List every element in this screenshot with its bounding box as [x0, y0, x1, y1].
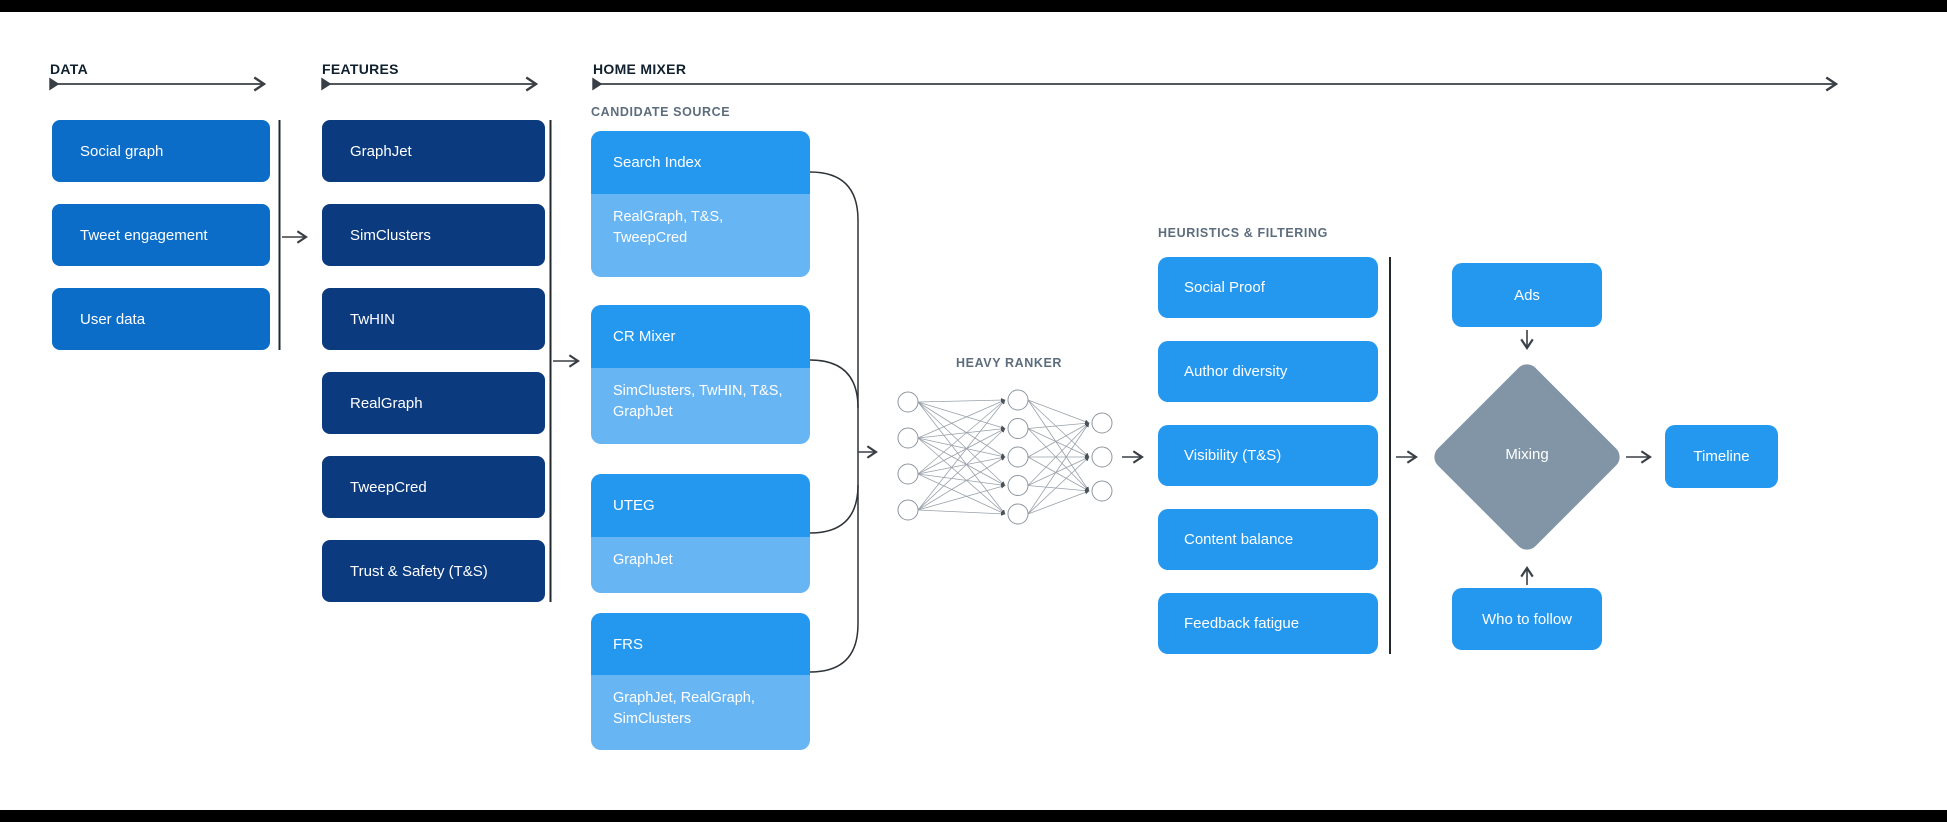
node-user-data: User data — [52, 288, 270, 350]
network-node — [1091, 480, 1113, 502]
network-edge — [917, 401, 1006, 486]
candidate-uses: GraphJet — [591, 537, 810, 593]
mixing-diamond-label: Mixing — [1505, 446, 1549, 463]
network-edge — [917, 399, 1006, 511]
network-edge — [917, 484, 1006, 511]
node-realgraph: RealGraph — [322, 372, 545, 434]
home-mixer-section-label: HOME MIXER — [593, 61, 687, 77]
heavy-ranker-label: HEAVY RANKER — [956, 356, 1063, 370]
network-edge — [1027, 422, 1090, 515]
network-edge — [917, 437, 1006, 459]
node-social-proof: Social Proof — [1158, 257, 1378, 318]
network-edge — [917, 428, 1006, 511]
node-who-to-follow: Who to follow — [1452, 588, 1602, 650]
heavy-ranker-network — [897, 389, 1113, 525]
candidate-title: Search Index — [591, 131, 810, 194]
network-edge — [1027, 399, 1090, 424]
node-content-balance: Content balance — [1158, 509, 1378, 570]
network-edge — [917, 399, 1006, 475]
network-edge — [917, 456, 1006, 511]
node-twhin: TwHIN — [322, 288, 545, 350]
top-black-bar — [0, 0, 1947, 12]
network-edge — [917, 398, 1006, 403]
candidate-uses: GraphJet, RealGraph, SimClusters — [591, 675, 810, 750]
network-edge — [917, 401, 1006, 430]
network-node — [1007, 475, 1029, 496]
node-search-index: Search Index RealGraph, T&S, TweepCred — [591, 131, 810, 277]
frs-connector — [809, 623, 859, 673]
node-frs: FRS GraphJet, RealGraph, SimClusters — [591, 613, 810, 750]
candidate-title: FRS — [591, 613, 810, 675]
node-social-graph: Social graph — [52, 120, 270, 182]
network-edge — [917, 455, 1006, 475]
network-edge — [1027, 485, 1090, 493]
node-tweet-engagement: Tweet engagement — [52, 204, 270, 266]
network-edge — [1027, 456, 1090, 486]
candidate-uses: RealGraph, T&S, TweepCred — [591, 194, 810, 277]
network-edge — [917, 509, 1006, 516]
candidate-source-label: CANDIDATE SOURCE — [591, 105, 731, 119]
network-edge — [1027, 399, 1090, 458]
network-edge — [1027, 422, 1090, 486]
network-edge — [1027, 456, 1090, 492]
candidate-title: CR Mixer — [591, 305, 810, 368]
node-tweepcred: TweepCred — [322, 456, 545, 518]
node-ads: Ads — [1452, 263, 1602, 327]
node-timeline: Timeline — [1665, 425, 1778, 488]
network-edge — [917, 426, 1006, 439]
node-trust-safety: Trust & Safety (T&S) — [322, 540, 545, 602]
node-uteg: UTEG GraphJet — [591, 474, 810, 593]
network-node — [897, 463, 919, 485]
network-node — [897, 499, 919, 521]
candidate-title: UTEG — [591, 474, 810, 537]
data-section-label: DATA — [50, 61, 89, 77]
node-simclusters: SimClusters — [322, 204, 545, 266]
network-edge — [917, 473, 1006, 515]
network-edge — [1027, 428, 1090, 492]
bottom-black-bar — [0, 810, 1947, 822]
search-index-connector — [809, 171, 859, 221]
network-edge — [917, 401, 1006, 458]
network-edge — [1027, 399, 1090, 492]
cr-mixer-connector — [809, 359, 859, 409]
network-edge — [1027, 421, 1090, 429]
network-node — [1007, 503, 1029, 525]
candidate-uses: SimClusters, TwHIN, T&S, GraphJet — [591, 368, 810, 444]
network-node — [1007, 418, 1029, 439]
network-node — [1091, 412, 1113, 434]
network-edge — [1027, 428, 1090, 458]
network-node — [1007, 446, 1029, 468]
node-author-diversity: Author diversity — [1158, 341, 1378, 402]
network-edge — [917, 473, 1006, 487]
node-feedback-fatigue: Feedback fatigue — [1158, 593, 1378, 654]
network-edge — [917, 399, 1006, 439]
node-graphjet: GraphJet — [322, 120, 545, 182]
network-node — [1091, 446, 1113, 468]
features-section-label: FEATURES — [322, 61, 399, 77]
uteg-connector — [809, 484, 859, 534]
network-node — [897, 391, 919, 413]
network-node — [897, 427, 919, 449]
network-edge — [1027, 490, 1090, 515]
heuristics-filtering-label: HEURISTICS & FILTERING — [1158, 226, 1328, 240]
network-edge — [1027, 422, 1090, 458]
network-edge — [917, 437, 1006, 515]
network-edge — [917, 401, 1006, 515]
network-edge — [917, 437, 1006, 486]
network-edge — [917, 428, 1006, 475]
node-visibility-ts: Visibility (T&S) — [1158, 425, 1378, 486]
node-cr-mixer: CR Mixer SimClusters, TwHIN, T&S, GraphJ… — [591, 305, 810, 444]
network-node — [1007, 389, 1029, 411]
network-edge — [1027, 456, 1090, 515]
